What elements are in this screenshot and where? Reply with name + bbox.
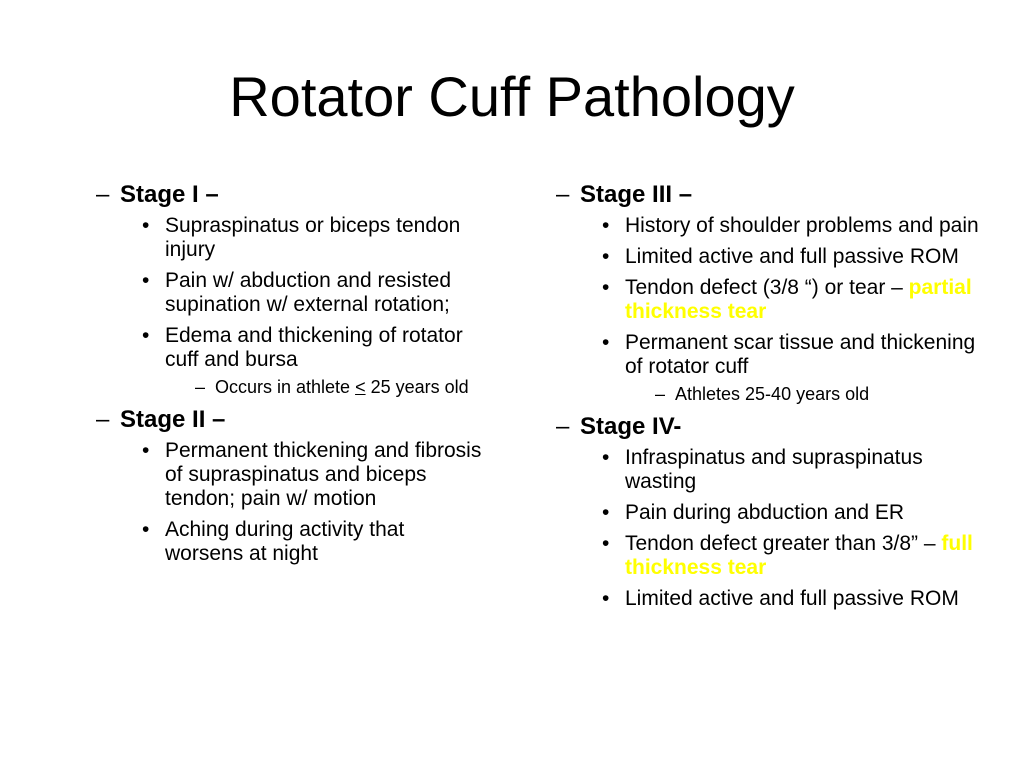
bullet-dot-icon: • — [602, 532, 610, 555]
bullet-text: History of shoulder problems and pain — [625, 214, 979, 237]
stage-1: – Stage I – • Supraspinatus or biceps te… — [96, 180, 488, 398]
list-item: • Limited active and full passive ROM — [580, 245, 986, 269]
bullet-dot-icon: • — [602, 214, 610, 237]
slide-title: Rotator Cuff Pathology — [229, 65, 795, 128]
stage-3-heading: Stage III – — [580, 181, 693, 208]
bullet-dot-icon: • — [602, 587, 610, 610]
sub-list-item: – Occurs in athlete < 25 years old — [165, 376, 488, 398]
bullet-dot-icon: • — [142, 269, 150, 292]
bullet-dot-icon: • — [142, 518, 150, 541]
stage-dash: – — [96, 181, 110, 208]
list-item: • Tendon defect greater than 3/8” – full… — [580, 532, 986, 580]
bullet-text: Pain during abduction and ER — [625, 501, 905, 524]
stage-2: – Stage II – • Permanent thickening and … — [96, 405, 488, 566]
list-item: • Permanent thickening and fibrosis of s… — [120, 439, 488, 511]
stage-4-heading: Stage IV- — [580, 413, 682, 440]
bullet-text: Infraspinatus and supraspinatus wasting — [625, 446, 923, 493]
list-item: • Limited active and full passive ROM — [580, 587, 986, 611]
sub-text: Athletes 25-40 years old — [675, 384, 870, 404]
bullet-dot-icon: • — [602, 446, 610, 469]
list-item: • Pain during abduction and ER — [580, 501, 986, 525]
bullet-text: Tendon defect greater than 3/8” – — [625, 532, 942, 555]
bullet-dot-icon: • — [602, 501, 610, 524]
sub-text-before: Occurs in athlete — [215, 377, 356, 397]
list-item: • History of shoulder problems and pain — [580, 214, 986, 238]
stage-dash: – — [556, 413, 570, 440]
stage-3-sub-list: – Athletes 25-40 years old — [625, 383, 986, 405]
list-item: • Pain w/ abduction and resisted supinat… — [120, 269, 488, 317]
list-item: • Permanent scar tissue and thickening o… — [580, 331, 986, 405]
sub-dash: – — [655, 384, 666, 404]
stage-4-bullets: • Infraspinatus and supraspinatus wastin… — [580, 446, 986, 611]
bullet-dot-icon: • — [602, 245, 610, 268]
bullet-dot-icon: • — [142, 439, 150, 462]
bullet-dot-icon: • — [142, 324, 150, 347]
stage-3-bullets: • History of shoulder problems and pain … — [580, 214, 986, 405]
stage-4: – Stage IV- • Infraspinatus and supraspi… — [556, 412, 986, 611]
sub-text-after: 25 years old — [365, 377, 469, 397]
list-item: • Aching during activity that worsens at… — [120, 518, 488, 566]
full-thickness-tear-highlight: full thickness tear — [625, 532, 973, 579]
bullet-text: Aching during activity that worsens at n… — [165, 518, 405, 565]
stage-1-heading: Stage I – — [120, 181, 219, 208]
bullet-text: Limited active and full passive ROM — [625, 245, 959, 268]
stage-1-bullets: • Supraspinatus or biceps tendon injury … — [120, 214, 488, 398]
bullet-text: Pain w/ abduction and resisted supinatio… — [165, 269, 452, 316]
list-item: • Edema and thickening of rotator cuff a… — [120, 324, 488, 398]
stage-dash: – — [96, 406, 110, 433]
less-than-or-equal-symbol: < — [355, 377, 366, 397]
stage-2-bullets: • Permanent thickening and fibrosis of s… — [120, 439, 488, 566]
stage-dash: – — [556, 181, 570, 208]
bullet-text: Edema and thickening of rotator cuff and… — [165, 324, 463, 371]
stage-1-sub-list: – Occurs in athlete < 25 years old — [165, 376, 488, 398]
bullet-dot-icon: • — [602, 331, 610, 354]
bullet-text: Permanent scar tissue and thickening of … — [625, 331, 976, 378]
list-item: • Infraspinatus and supraspinatus wastin… — [580, 446, 986, 494]
left-column: – Stage I – • Supraspinatus or biceps te… — [96, 180, 488, 573]
stage-3: – Stage III – • History of shoulder prob… — [556, 180, 986, 405]
bullet-text: Permanent thickening and fibrosis of sup… — [165, 439, 482, 510]
bullet-dot-icon: • — [142, 214, 150, 237]
right-column: – Stage III – • History of shoulder prob… — [556, 180, 986, 618]
stage-2-heading: Stage II – — [120, 406, 226, 433]
bullet-dot-icon: • — [602, 276, 610, 299]
bullet-text: Supraspinatus or biceps tendon injury — [165, 214, 461, 261]
bullet-text: Limited active and full passive ROM — [625, 587, 959, 610]
list-item: • Tendon defect (3/8 “) or tear – partia… — [580, 276, 986, 324]
partial-thickness-tear-highlight: partial thickness tear — [625, 276, 972, 323]
sub-dash: – — [195, 377, 206, 397]
sub-list-item: – Athletes 25-40 years old — [625, 383, 986, 405]
list-item: • Supraspinatus or biceps tendon injury — [120, 214, 488, 262]
bullet-text: Tendon defect (3/8 “) or tear – — [625, 276, 909, 299]
